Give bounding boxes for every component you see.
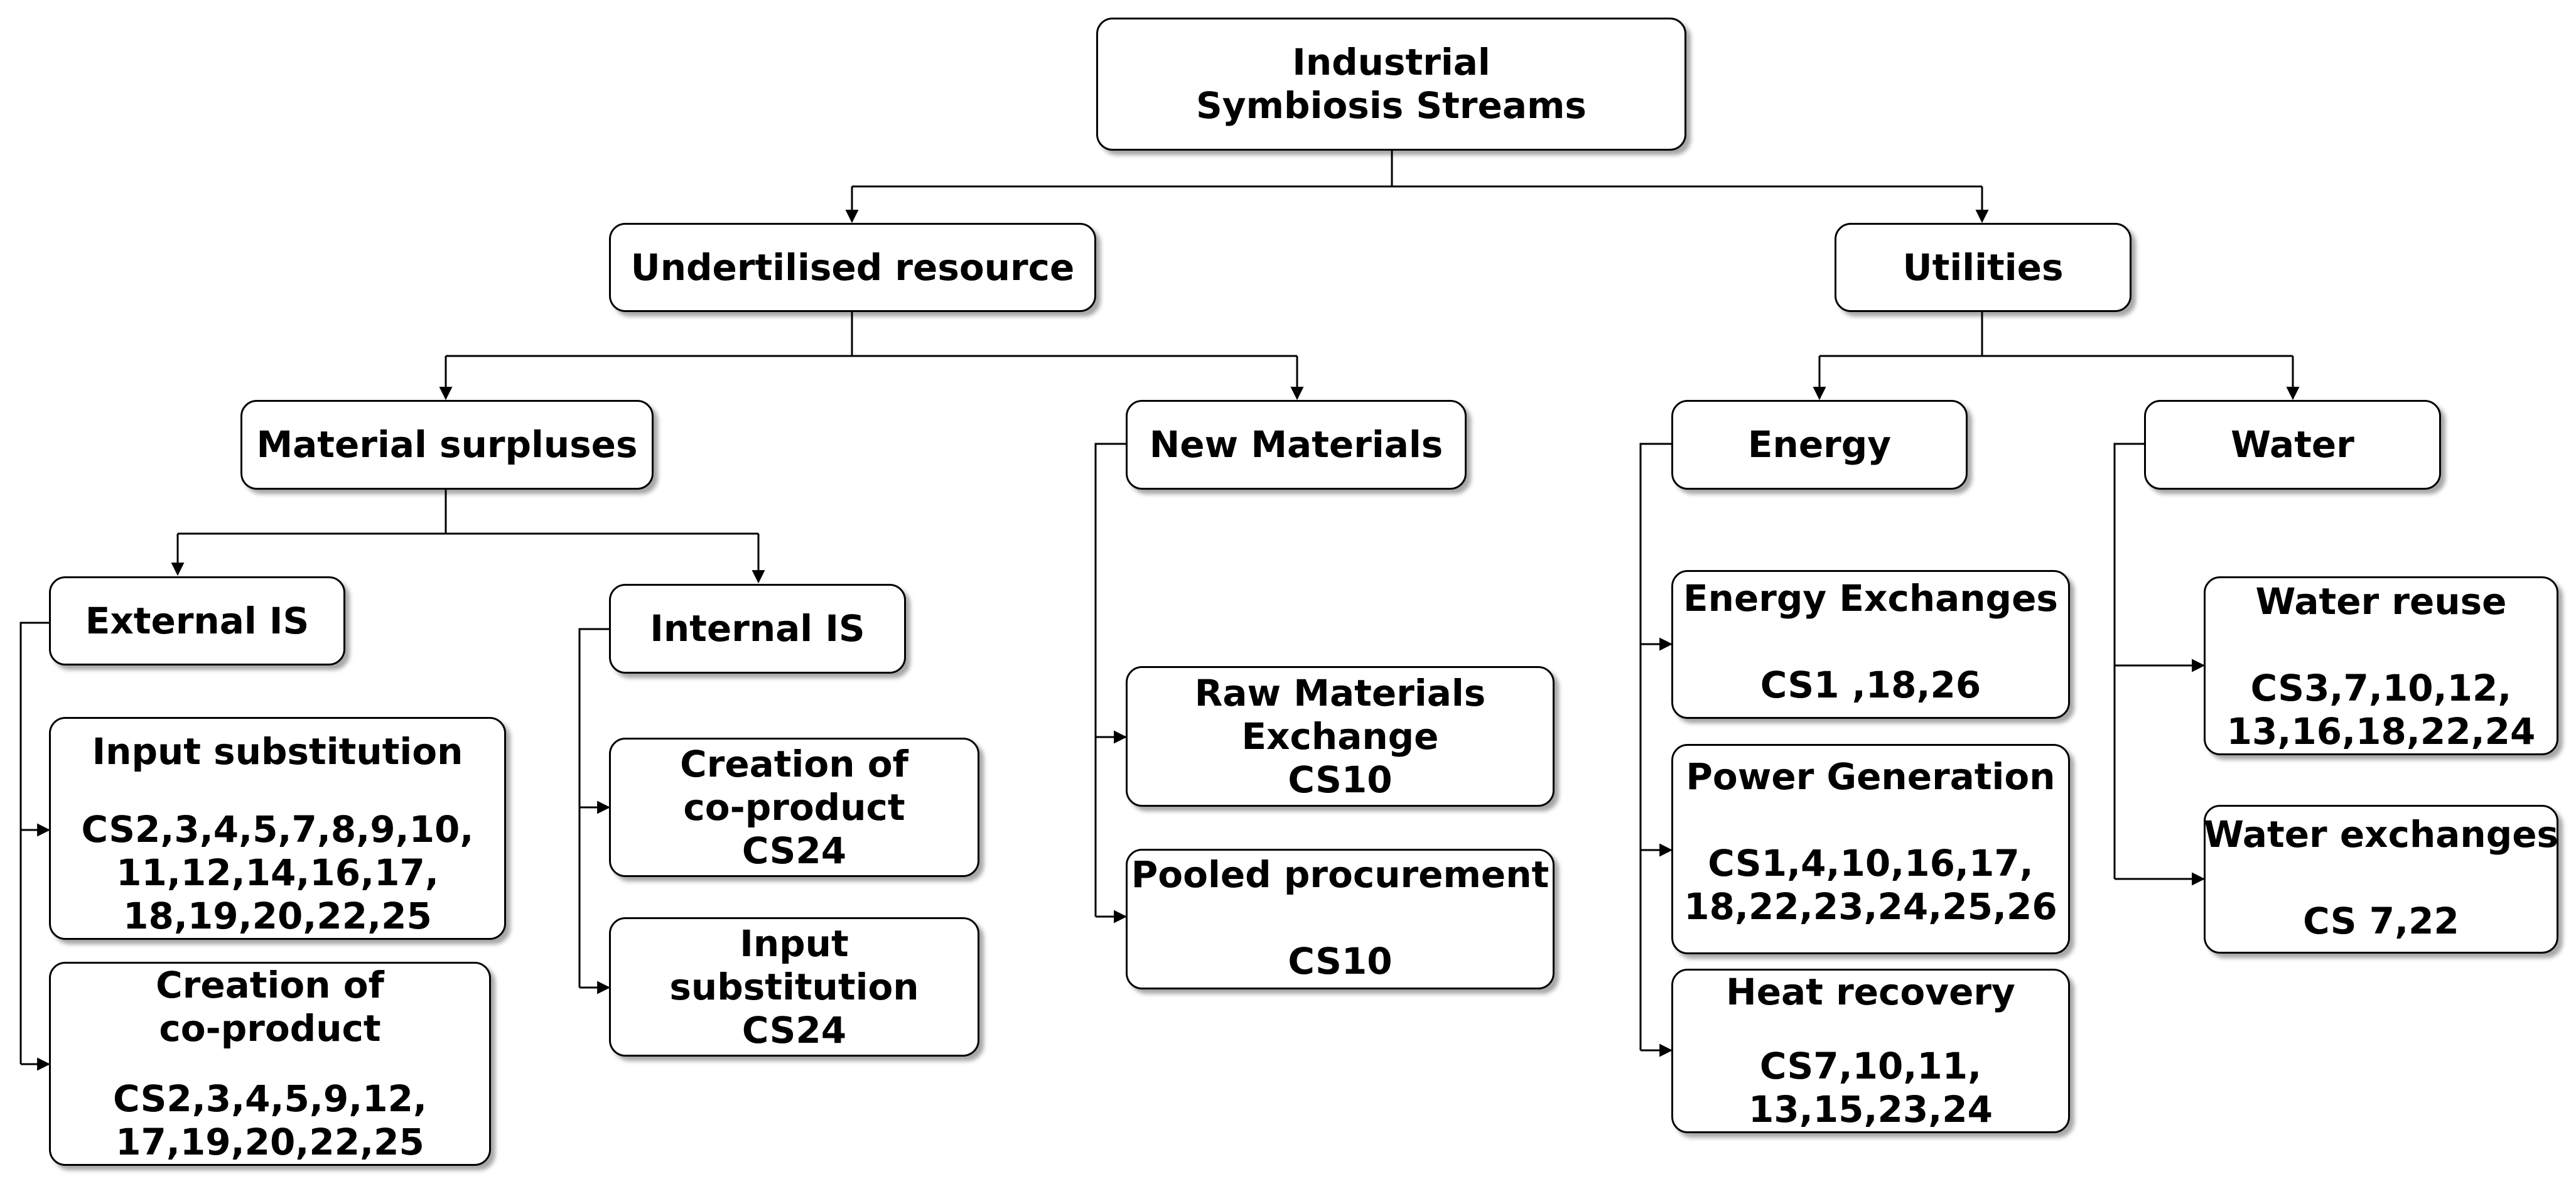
case-study-line: CS1,4,10,16,17, <box>1708 842 2034 885</box>
node-title-line: Energy Exchanges <box>1683 577 2058 620</box>
connector-external-is-spine <box>19 622 49 1064</box>
case-study-line: 13,15,23,24 <box>1749 1088 1993 1131</box>
case-study-line: CS7,10,11, <box>1759 1045 1982 1087</box>
node-label-line: Undertilised resource <box>630 245 1075 289</box>
node-label-line: Water <box>2231 423 2354 466</box>
node-label-line: Creation of <box>680 742 908 785</box>
connector-internal-is-spine <box>578 628 609 988</box>
case-study-line: CS3,7,10,12, <box>2250 667 2512 709</box>
energy-box: Energy <box>1671 400 1968 490</box>
ext-input-substitution-box: Input substitution CS2,3,4,5,7,8,9,10, 1… <box>49 717 506 940</box>
raw-materials-exchange-box: Raw Materials Exchange CS10 <box>1126 666 1555 807</box>
case-study-line: 13,16,18,22,24 <box>2226 710 2536 753</box>
node-label-line: Utilities <box>1902 245 2064 289</box>
connector-new-materials-spine <box>1094 443 1126 917</box>
node-label-line: Internal IS <box>650 607 865 650</box>
connector-energy-spine <box>1639 443 1671 1050</box>
node-title-line: Water reuse <box>2255 580 2507 623</box>
industrial-symbiosis-streams-box: Industrial Symbiosis Streams <box>1096 18 1686 151</box>
utilities-box: Utilities <box>1835 223 2131 312</box>
case-study-line: CS2,3,4,5,9,12, <box>112 1077 428 1120</box>
node-label-line: Industrial <box>1292 41 1490 83</box>
node-label-line: External IS <box>85 599 310 642</box>
node-title-line: Water exchanges <box>2203 813 2559 856</box>
node-label-line: substitution <box>669 965 919 1008</box>
pooled-procurement-box: Pooled procurement CS10 <box>1126 849 1555 989</box>
node-label-line: New Materials <box>1149 423 1443 466</box>
node-title-line: Power Generation <box>1686 755 2056 798</box>
node-label-line: Input <box>740 922 849 965</box>
node-label-line: Raw Materials <box>1194 671 1486 714</box>
node-label-line: Exchange <box>1241 714 1439 758</box>
water-box: Water <box>2144 400 2441 490</box>
case-study-line: CS10 <box>1288 940 1393 983</box>
power-generation-box: Power Generation CS1,4,10,16,17, 18,22,2… <box>1671 744 2070 954</box>
case-study-line: CS10 <box>1288 758 1393 801</box>
energy-exchanges-box: Energy Exchanges CS1 ,18,26 <box>1671 570 2070 719</box>
node-label-line: Material surpluses <box>256 423 638 466</box>
case-study-line: 18,19,20,22,25 <box>123 895 432 937</box>
case-study-line: CS 7,22 <box>2303 900 2459 942</box>
node-title-line: co-product <box>159 1007 381 1050</box>
case-study-line: 11,12,14,16,17, <box>116 851 439 894</box>
node-title-line: Input substitution <box>92 730 463 773</box>
material-surpluses-box: Material surpluses <box>240 400 654 490</box>
external-is-box: External IS <box>49 576 345 665</box>
water-reuse-box: Water reuse CS3,7,10,12, 13,16,18,22,24 <box>2204 576 2558 755</box>
int-input-substitution-box: Input substitution CS24 <box>609 917 979 1057</box>
node-title-line: Pooled procurement <box>1131 853 1549 896</box>
new-materials-box: New Materials <box>1126 400 1467 490</box>
undertilised-resource-box: Undertilised resource <box>609 223 1096 312</box>
case-study-line: 17,19,20,22,25 <box>116 1121 424 1163</box>
node-title-line: Heat recovery <box>1726 971 2015 1013</box>
node-label-line: Energy <box>1747 423 1892 466</box>
node-title-line: Creation of <box>156 964 384 1006</box>
case-study-line: CS24 <box>741 829 847 872</box>
heat-recovery-box: Heat recovery CS7,10,11, 13,15,23,24 <box>1671 969 2070 1133</box>
water-exchanges-box: Water exchanges CS 7,22 <box>2204 805 2558 954</box>
case-study-line: CS24 <box>741 1008 847 1052</box>
connector-water-spine <box>2113 443 2144 879</box>
node-label-line: co-product <box>683 785 905 829</box>
internal-is-box: Internal IS <box>609 584 906 674</box>
case-study-line: CS1 ,18,26 <box>1760 664 1981 706</box>
case-study-line: CS2,3,4,5,7,8,9,10, <box>81 808 474 851</box>
ext-creation-coproduct-box: Creation of co-product CS2,3,4,5,9,12, 1… <box>49 962 491 1166</box>
node-label-line: Symbiosis Streams <box>1196 84 1587 127</box>
case-study-line: 18,22,23,24,25,26 <box>1684 885 2057 928</box>
int-creation-coproduct-box: Creation of co-product CS24 <box>609 738 979 877</box>
